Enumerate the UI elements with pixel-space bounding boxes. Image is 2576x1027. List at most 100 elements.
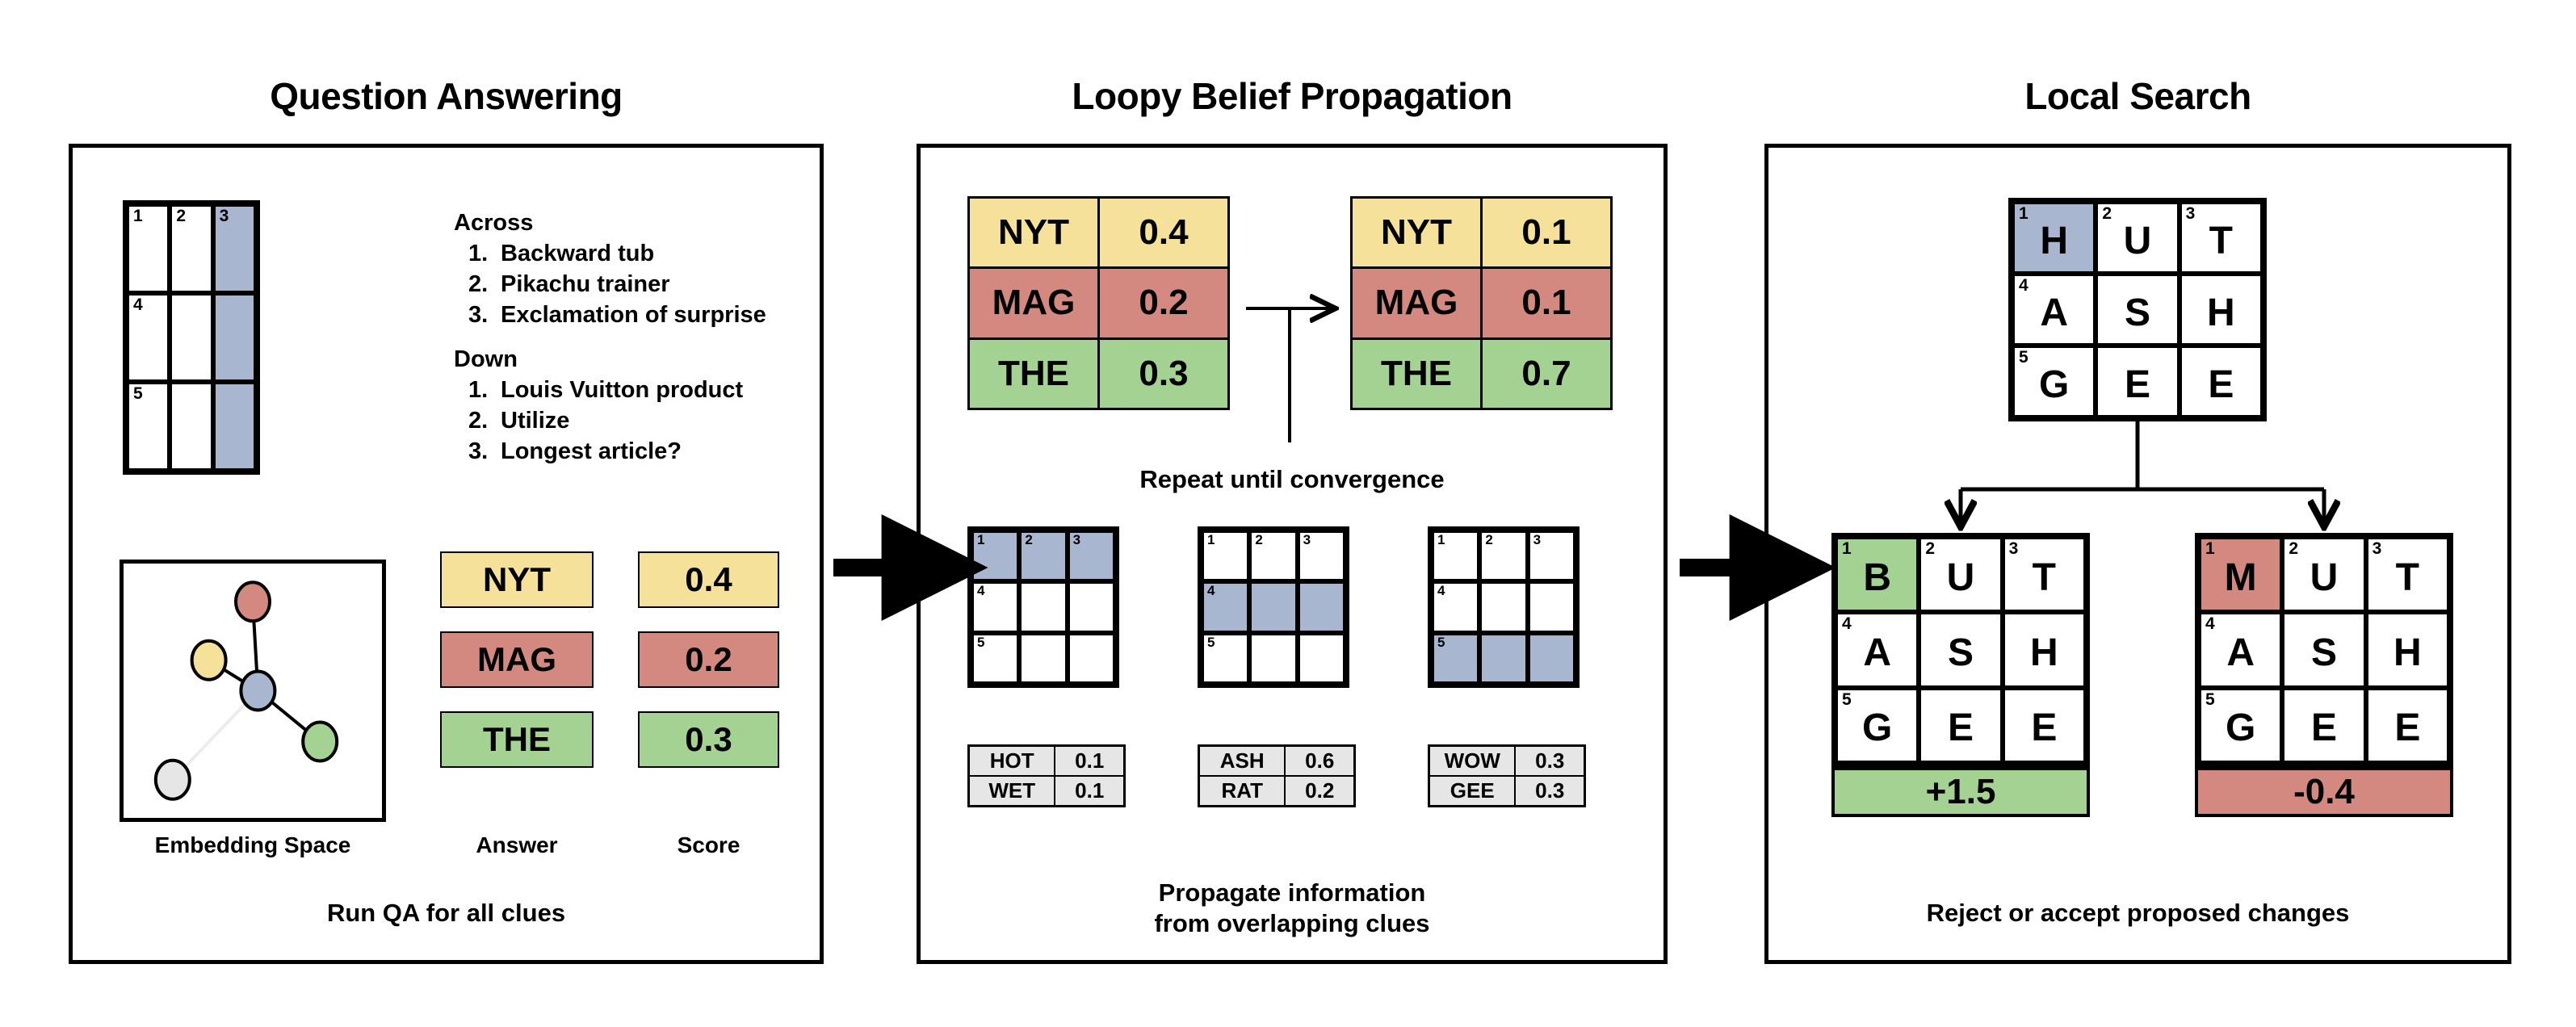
grid-cell-r1c2[interactable]: 2 [170,204,213,293]
grid-cell-r1c2[interactable]: 2 [1479,530,1528,582]
cell-number: 5 [977,634,985,650]
grid-cell-r1c3[interactable]: 3 [212,204,256,293]
grid-cell-r2c2[interactable] [1479,581,1528,633]
grid-cell-r1c2[interactable]: 2 [1019,530,1068,582]
clue-heading-down: Down [454,346,518,372]
cell-letter: S [2124,291,2150,334]
qa-answer-chip-2[interactable]: MAG [440,631,594,688]
grid-cell-r1c1[interactable]: 1 [127,204,170,293]
message-score-2: 0.2 [1286,777,1353,805]
score-bar-rejected: -0.4 [2195,767,2453,817]
cell-number: 4 [2019,276,2028,295]
clue-item-across-2: 2.Pikachu trainer [468,273,766,296]
grid-cell-r3c1[interactable]: 5 [971,632,1020,684]
grid-cell-r3c3[interactable] [1067,632,1115,684]
grid-cell-r3c1[interactable]: 5 [1432,632,1480,684]
grid-cell-r2c1[interactable]: 4 [1202,581,1250,633]
cell-letter: E [2394,706,2421,750]
grid-cell-r3c2[interactable]: E [2282,687,2366,763]
grid-cell-r2c3[interactable] [1067,581,1115,633]
cell-letter: E [2031,706,2058,750]
cell-number: 3 [1072,532,1081,547]
cell-number: 5 [1842,690,1852,709]
grid-cell-r2c1[interactable]: 4 [127,293,170,382]
cell-letter: E [1947,706,1974,750]
grid-cell-r3c2[interactable]: E [1919,687,2003,763]
grid-cell-r2c3[interactable] [212,293,256,382]
grid-cell-r2c2[interactable]: S [2096,274,2180,346]
clue-text: Backward tub [501,241,655,266]
grid-cell-r2c2[interactable] [170,293,213,382]
cell-number: 3 [1533,532,1542,547]
grid-cell-r3c3[interactable] [1527,632,1575,684]
grid-cell-r2c2[interactable]: S [2282,612,2366,688]
qa-answer-chip-1[interactable]: NYT [440,551,594,608]
grid-cell-r2c3[interactable]: H [2002,612,2086,688]
grid-cell-r3c1[interactable]: 5 [1202,632,1250,684]
grid-cell-r3c2[interactable] [1249,632,1298,684]
grid-cell-r3c1[interactable]: 5 [127,382,170,471]
grid-cell-r2c2[interactable] [1019,581,1068,633]
grid-cell-r1c3[interactable]: 3 [1297,530,1345,582]
qa-score-chip-1[interactable]: 0.4 [638,551,779,608]
cell-number: 1 [1437,532,1445,547]
grid-cell-r1c1[interactable]: 1 [1432,530,1480,582]
grid-cell-r2c2[interactable] [1249,581,1298,633]
cell-number: 2 [1025,532,1033,547]
grid-cell-r1c1[interactable]: 1 [971,530,1020,582]
clue-index: 3. [468,302,489,328]
cell-number: 4 [1207,583,1215,599]
qa-answer-chip-3[interactable]: THE [440,711,594,768]
qa-score-chip-2[interactable]: 0.2 [638,631,779,688]
grid-cell-r3c2[interactable] [1479,632,1528,684]
message-score-2: 0.3 [1516,777,1584,805]
grid-cell-r1c1[interactable]: 1 [1202,530,1250,582]
grid-cell-r3c3[interactable] [212,382,256,471]
grid-cell-r2c1[interactable]: 4 [1432,581,1480,633]
grid-cell-r2c1[interactable]: 4 [971,581,1020,633]
grid-cell-r2c3[interactable] [1527,581,1575,633]
grid-cell-r2c3[interactable] [1297,581,1345,633]
grid-cell-r3c2[interactable]: E [2096,346,2180,417]
grid-cell-r3c3[interactable]: E [2002,687,2086,763]
grid-cell-r1c2[interactable]: 2 [1249,530,1298,582]
grid-cell-r3c2[interactable] [1019,632,1068,684]
grid-cell-r2c3[interactable]: H [2365,612,2449,688]
grid-cell-r3c3[interactable]: E [2365,687,2449,763]
qa-score-chip-3[interactable]: 0.3 [638,711,779,768]
caption-question-answering: Run QA for all clues [326,899,566,927]
grid-cell-r3c3[interactable] [1297,632,1345,684]
grid-cell-r3c2[interactable] [170,382,213,471]
grid-cell-r3c3[interactable]: E [2179,346,2263,417]
cell-number: 5 [133,384,143,403]
grid-cell-r2c3[interactable]: H [2179,274,2263,346]
grid-cell-r1c3[interactable]: 3 [1067,530,1115,582]
grid-cell-r2c2[interactable]: S [1919,612,2003,688]
embedding-space-label: Embedding Space [154,832,351,857]
grid-cell-r1c3[interactable]: 3 [1527,530,1575,582]
